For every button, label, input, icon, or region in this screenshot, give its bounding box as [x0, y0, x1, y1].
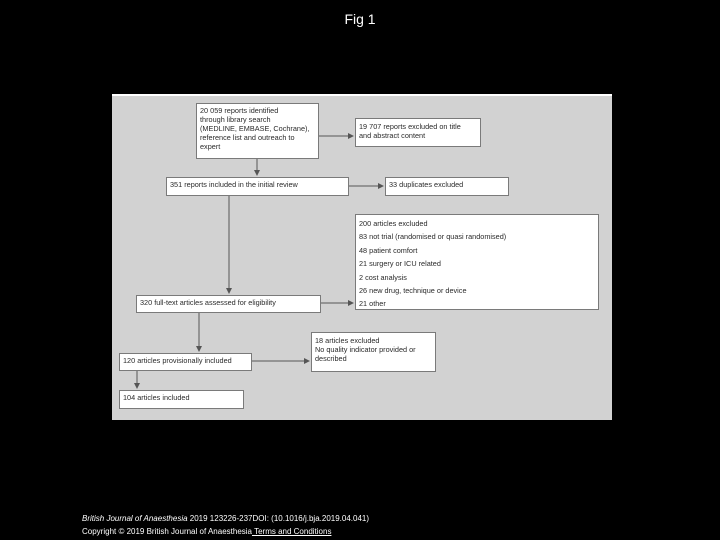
box-initial-review: 351 reports included in the initial revi… — [166, 177, 349, 196]
box-line: described — [315, 354, 347, 363]
box-line: 18 articles excluded — [315, 336, 380, 345]
box-line: 21 surgery or ICU related — [359, 259, 441, 269]
box-provisionally-included: 120 articles provisionally included — [119, 353, 252, 371]
box-articles-included: 104 articles included — [119, 390, 244, 409]
box-line: 26 new drug, technique or device — [359, 286, 467, 296]
box-text: 320 full-text articles assessed for elig… — [140, 298, 276, 307]
box-line: expert — [200, 142, 221, 151]
prisma-flow-diagram: 20 059 reports identified through librar… — [112, 94, 612, 420]
box-line: 2 cost analysis — [359, 272, 407, 282]
box-line: 83 not trial (randomised or quasi random… — [359, 232, 507, 242]
box-text: 104 articles included — [123, 393, 190, 402]
box-line: 48 patient comfort — [359, 245, 418, 255]
box-full-text-assessed: 320 full-text articles assessed for elig… — [136, 295, 321, 313]
journal-name: British Journal of Anaesthesia — [82, 514, 188, 523]
box-excluded-title-abstract: 19 707 reports excluded on title and abs… — [355, 118, 481, 147]
box-line: and abstract content — [359, 131, 426, 140]
box-articles-excluded: 200 articles excluded 83 not trial (rand… — [355, 214, 599, 310]
box-line: 20 059 reports identified — [200, 106, 279, 115]
copyright-line: Copyright © 2019 British Journal of Anae… — [82, 527, 331, 537]
copyright-text: Copyright © 2019 British Journal of Anae… — [82, 527, 252, 536]
box-reports-identified: 20 059 reports identified through librar… — [196, 103, 319, 159]
box-line: 200 articles excluded — [359, 219, 428, 228]
box-line: No quality indicator provided or — [315, 345, 416, 354]
box-line: through library search — [200, 115, 271, 124]
box-line: 19 707 reports excluded on title — [359, 122, 461, 131]
box-text: 120 articles provisionally included — [123, 356, 232, 365]
citation-text: 2019 123226-237DOI: (10.1016/j.bja.2019.… — [187, 514, 370, 523]
box-quality-excluded: 18 articles excluded No quality indicato… — [311, 332, 436, 372]
box-text: 351 reports included in the initial revi… — [170, 180, 298, 189]
box-line: 21 other — [359, 299, 386, 309]
box-text: 33 duplicates excluded — [389, 180, 464, 189]
flow-arrows — [134, 133, 384, 389]
box-line: (MEDLINE, EMBASE, Cochrane), — [200, 124, 310, 133]
box-line: reference list and outreach to — [200, 133, 295, 142]
slide-title: Fig 1 — [344, 11, 376, 27]
box-duplicates-excluded: 33 duplicates excluded — [385, 177, 509, 196]
terms-link[interactable]: Terms and Conditions — [252, 527, 332, 536]
citation-line: British Journal of Anaesthesia 2019 1232… — [82, 514, 369, 524]
